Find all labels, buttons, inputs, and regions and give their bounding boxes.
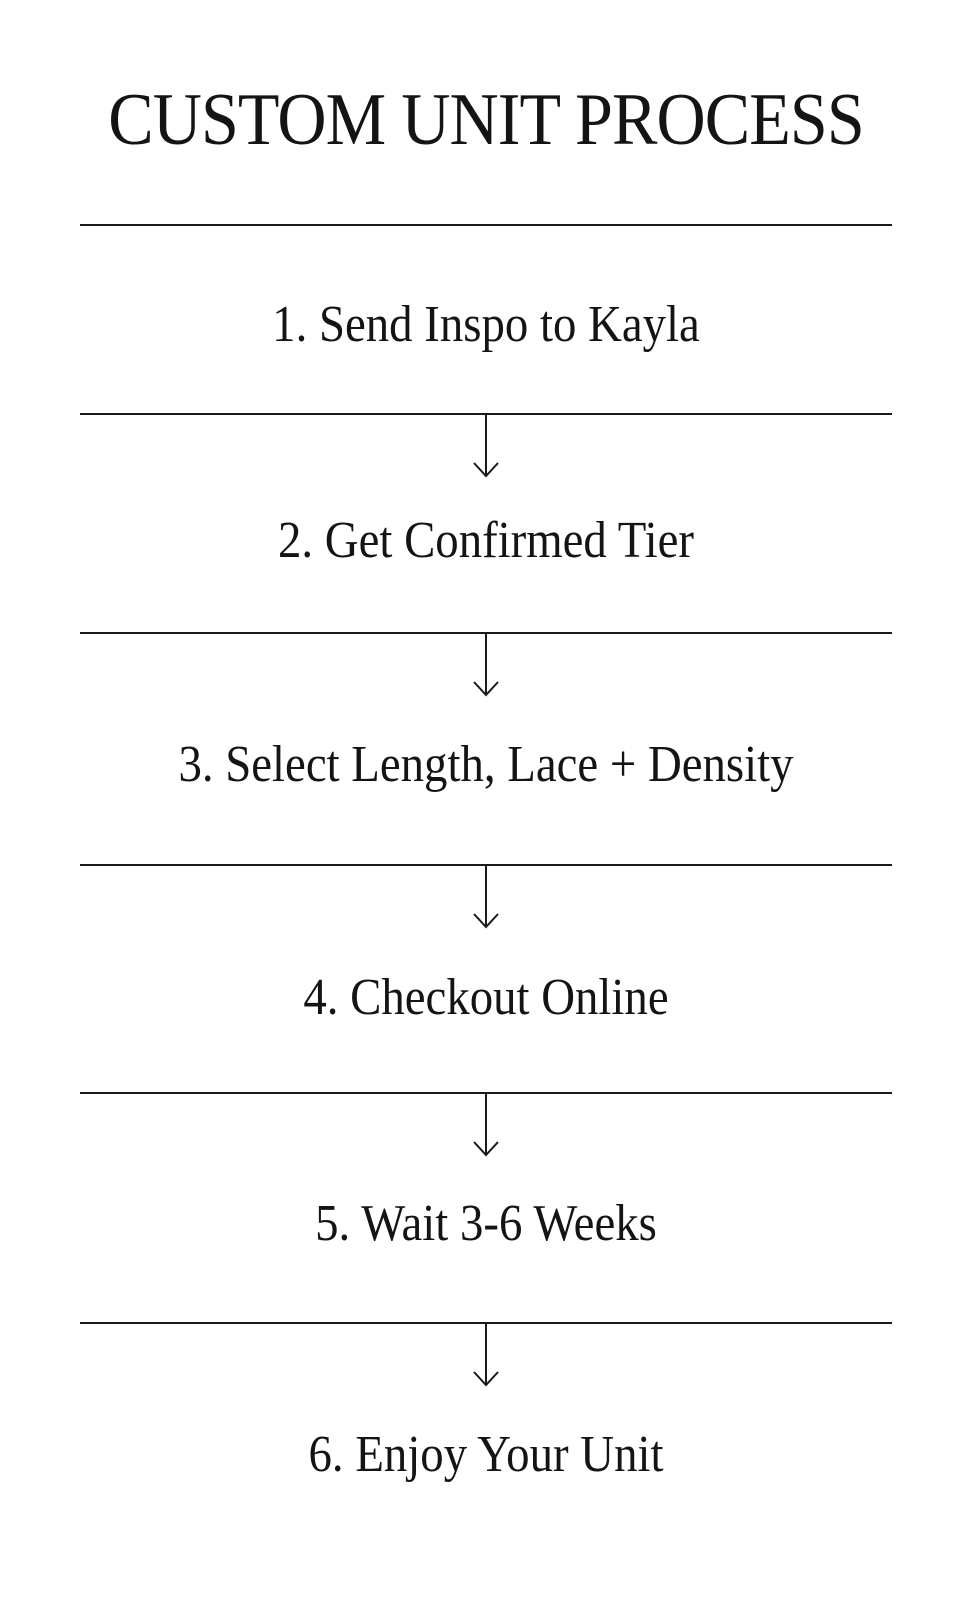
arrow-down-icon [473, 865, 499, 929]
step-6: 6. Enjoy Your Unit [308, 1426, 664, 1483]
divider-top [80, 224, 892, 226]
arrow-down-icon [473, 1093, 499, 1157]
arrow-down-icon [473, 1323, 499, 1387]
step-4: 4. Checkout Online [303, 969, 669, 1026]
step-1: 1. Send Inspo to Kayla [272, 296, 700, 353]
page-title: CUSTOM UNIT PROCESS [108, 79, 864, 161]
step-3: 3. Select Length, Lace + Density [178, 736, 794, 793]
arrow-down-icon [473, 414, 499, 478]
arrow-down-icon [473, 633, 499, 697]
step-5: 5. Wait 3-6 Weeks [315, 1195, 657, 1252]
step-2: 2. Get Confirmed Tier [278, 512, 694, 569]
